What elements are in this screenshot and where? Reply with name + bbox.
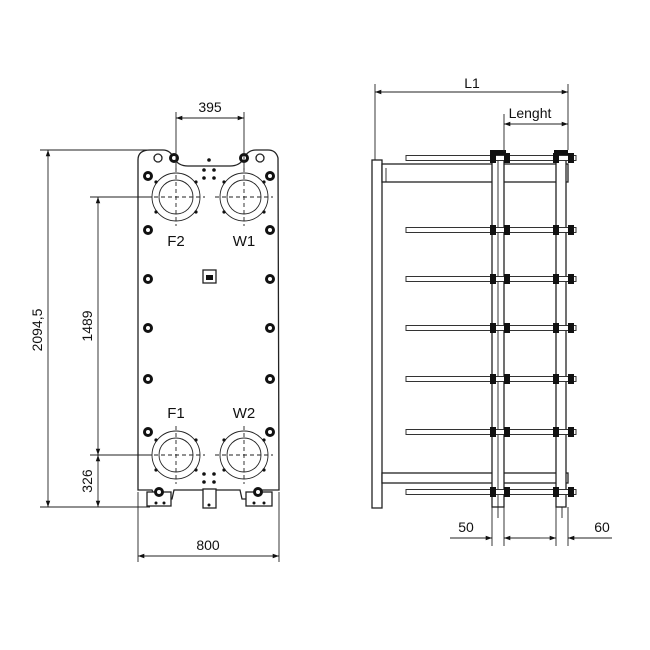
svg-text:800: 800 (196, 537, 220, 553)
rod-nut (504, 427, 510, 437)
rod-nut (568, 487, 574, 497)
tightening-rods (405, 153, 577, 497)
rod-nut (490, 374, 496, 384)
dim-plate-pack-length: Lenght (503, 105, 568, 152)
bottom-guide-bar (381, 472, 569, 484)
port-label-w2: W2 (233, 405, 256, 422)
guide-hole-right (255, 153, 265, 163)
svg-text:Lenght: Lenght (509, 105, 552, 121)
top-guide-bar (381, 163, 569, 183)
rod-nut (490, 487, 496, 497)
rod-nut (490, 225, 496, 235)
dim-overall-length: L1 (374, 75, 569, 160)
port-label-f2: F2 (167, 233, 185, 250)
dim-port-vertical-spacing: 1489 (79, 196, 152, 456)
rod-nut (504, 153, 510, 163)
rod-nut (553, 487, 559, 497)
rod-nut (553, 374, 559, 384)
side-view: L1 Lenght 50 60 (371, 75, 612, 546)
rod-nut (553, 323, 559, 333)
dim-right-offset: 60 (540, 507, 612, 546)
svg-text:L1: L1 (464, 75, 480, 91)
svg-text:60: 60 (594, 519, 610, 535)
rod-nut (568, 427, 574, 437)
svg-text:2094,5: 2094,5 (29, 308, 45, 351)
rod-nut (568, 274, 574, 284)
rod-nut (553, 153, 559, 163)
svg-text:1489: 1489 (79, 310, 95, 341)
port-label-f1: F1 (167, 405, 185, 422)
rod-nut (553, 274, 559, 284)
dim-left-offset: 50 (450, 507, 540, 546)
front-view: F2 W1 F1 W2 395 2094,5 1489 (29, 99, 280, 562)
rod-nut (553, 427, 559, 437)
fixed-frame-plate (371, 159, 383, 509)
flange-studs (154, 180, 266, 472)
rod-nut (568, 225, 574, 235)
port-bottom-right (215, 426, 273, 484)
svg-text:395: 395 (198, 99, 222, 115)
port-top-left (147, 168, 205, 226)
rod-nut (504, 274, 510, 284)
center-foot (202, 488, 217, 509)
rod-nut (553, 225, 559, 235)
rod-nut (490, 427, 496, 437)
port-top-right (215, 168, 273, 226)
frame-plate-outline (137, 149, 280, 500)
dim-frame-width: 800 (137, 492, 280, 562)
rod-nut (504, 487, 510, 497)
port-label-w1: W1 (233, 233, 256, 250)
dim-bottom-port-height: 326 (79, 455, 140, 508)
rod-nut (504, 374, 510, 384)
svg-text:326: 326 (79, 469, 95, 493)
dim-top-port-spacing: 395 (175, 99, 245, 170)
guide-hole-left (153, 153, 163, 163)
rod-nut (568, 153, 574, 163)
rod-nut (490, 323, 496, 333)
svg-text:50: 50 (458, 519, 474, 535)
rod-nut (490, 153, 496, 163)
rod-nut (568, 323, 574, 333)
rod-nut (504, 323, 510, 333)
rod-nut (568, 374, 574, 384)
center-dots (202, 158, 216, 484)
rod-nut (490, 274, 496, 284)
rod-nut (504, 225, 510, 235)
